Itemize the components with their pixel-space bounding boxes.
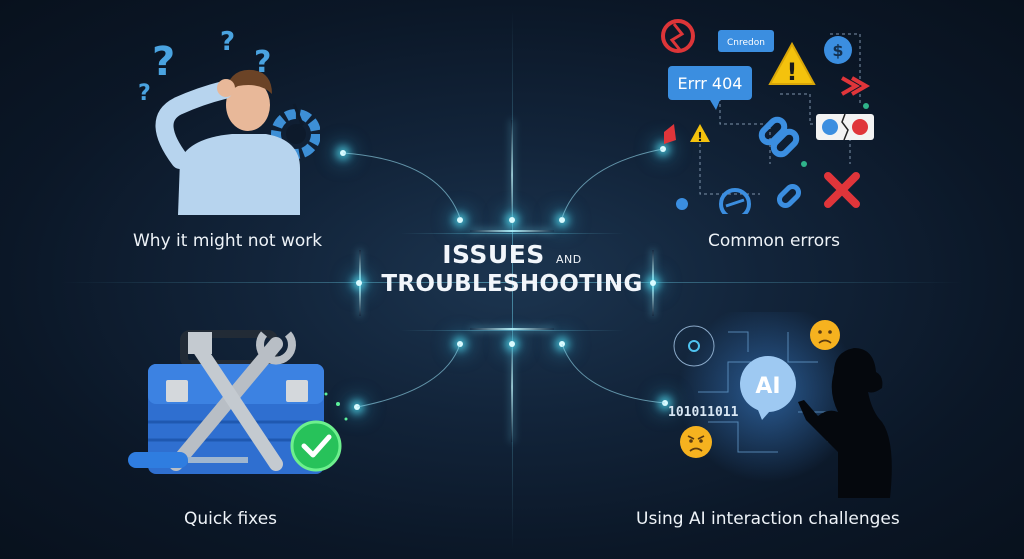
person-hand — [217, 79, 235, 97]
red-x-icon — [824, 172, 860, 208]
toolbox-latch — [286, 380, 308, 402]
error-404-text: Errr 404 — [678, 74, 743, 93]
chevrons-icon — [841, 76, 871, 96]
node-dot — [650, 280, 656, 286]
person-hair — [224, 69, 272, 94]
vertical-divider — [512, 10, 513, 550]
question-mark-icon: ? — [254, 45, 271, 80]
ai-interaction-illustration: AI 101011011 — [668, 312, 892, 498]
title-issues: ISSUES — [442, 240, 545, 269]
broken-link-icon — [758, 116, 800, 158]
network-node-icon — [673, 325, 715, 367]
ai-bubble-text: AI — [755, 374, 780, 399]
person-face — [226, 79, 270, 131]
svg-text:$: $ — [832, 41, 843, 60]
wrench-icon — [169, 337, 283, 471]
title-line-2: TROUBLESHOOTING — [381, 271, 643, 297]
svg-text:!: ! — [697, 130, 702, 144]
person-arm — [155, 81, 233, 169]
main-title: ISSUES AND TROUBLESHOOTING — [380, 240, 644, 297]
node-dot — [457, 217, 463, 223]
question-mark-icon: ? — [220, 27, 235, 57]
blocked-link-icon — [719, 188, 751, 214]
glow-flare-top — [470, 230, 554, 232]
small-warning-icon — [690, 124, 710, 142]
title-top-rule — [400, 233, 624, 234]
svg-text:!: ! — [787, 58, 798, 86]
glow-flare-bottom — [470, 328, 554, 330]
screwdriver-icon — [128, 452, 188, 468]
common-errors-illustration: Cnredon Errr 404 ! $ ! — [661, 19, 874, 214]
glow-flare-center-bottom — [511, 332, 513, 442]
label-why-it-might-not-work: Why it might not work — [133, 231, 323, 251]
label-using-ai-interaction-challenges: Using AI interaction challenges — [636, 509, 900, 529]
adjustable-wrench-icon — [189, 337, 283, 471]
person-shirt — [178, 134, 300, 215]
error-404-bubble — [668, 66, 752, 100]
glow-flare-center-top — [511, 120, 513, 230]
small-bubble-text: Cnredon — [727, 38, 765, 48]
node-dot — [559, 217, 565, 223]
small-message-bubble — [718, 30, 774, 52]
question-mark-icon: ? — [152, 39, 175, 85]
node-dot — [356, 280, 362, 286]
label-quick-fixes: Quick fixes — [184, 509, 278, 529]
broken-globe-icon — [661, 19, 695, 53]
checkmark-icon — [290, 420, 342, 472]
title-line-1: ISSUES AND — [380, 240, 644, 269]
binary-text: 101011011 — [668, 405, 739, 420]
broken-shape-icon — [664, 124, 676, 144]
node-dot — [509, 217, 515, 223]
chain-link-icon — [776, 183, 802, 209]
title-and: AND — [556, 253, 582, 266]
person-silhouette — [798, 348, 892, 498]
sad-emoji-icon — [810, 320, 840, 350]
angry-emoji-icon — [680, 426, 712, 458]
quick-fixes-illustration — [128, 330, 348, 474]
confused-person-illustration: ? ? ? ? — [138, 27, 320, 215]
label-common-errors: Common errors — [708, 231, 840, 251]
warning-triangle-icon — [768, 41, 816, 85]
node-dot — [509, 341, 515, 347]
ai-speech-bubble — [740, 356, 796, 412]
dollar-hook-icon — [824, 36, 852, 64]
title-bottom-rule — [400, 330, 624, 331]
toolbox-latch — [166, 380, 188, 402]
question-mark-icon: ? — [138, 81, 151, 106]
